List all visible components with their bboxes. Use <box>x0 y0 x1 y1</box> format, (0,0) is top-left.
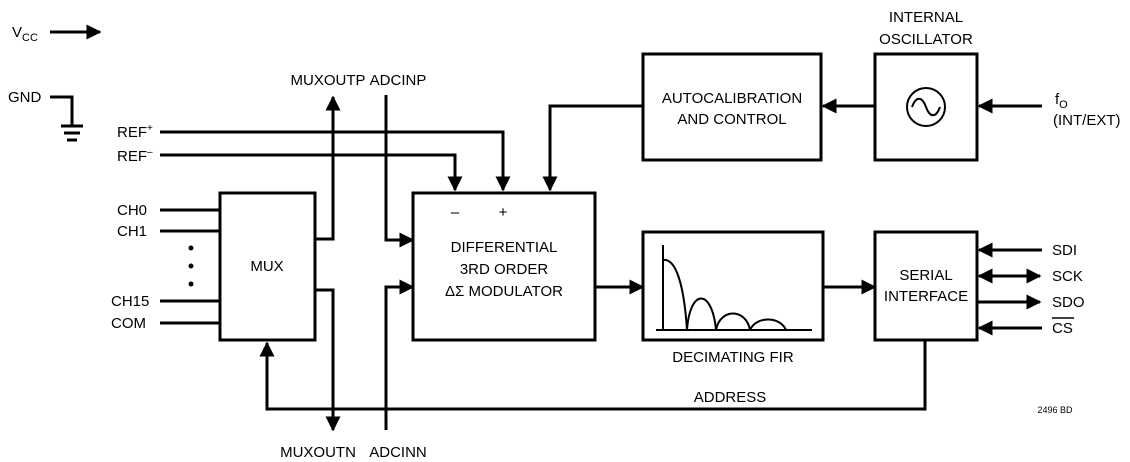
fir-label: DECIMATING FIR <box>672 349 794 366</box>
vcc-label: VCC <box>12 24 38 44</box>
ref-plus-label: REF+ <box>117 123 153 141</box>
vcc-supply: VCC <box>12 24 102 44</box>
channel-ellipsis-dot <box>188 263 194 269</box>
f0-mode-label: (INT/EXT) <box>1053 112 1121 129</box>
gnd-supply: GND <box>8 89 83 142</box>
adcinp-label: ADCINP <box>370 72 427 89</box>
sck-label: SCK <box>1052 268 1083 285</box>
autocal-line1: AUTOCALIBRATION <box>662 90 802 107</box>
adcinp-wire <box>384 95 415 248</box>
serial-interface-block <box>873 230 979 342</box>
adcinn-label: ADCINN <box>369 444 427 461</box>
address-label: ADDRESS <box>694 389 767 406</box>
muxoutp-wire <box>315 95 341 241</box>
com-label: COM <box>111 315 146 332</box>
modulator-line1: DIFFERENTIAL <box>451 239 558 256</box>
gnd-wire <box>50 95 74 126</box>
serial-line2: INTERFACE <box>884 288 968 305</box>
ref-minus-wire <box>160 153 463 192</box>
channel-ellipsis-dot <box>188 245 194 251</box>
modulator-line2: 3RD ORDER <box>460 261 549 278</box>
oscillator-block <box>873 52 979 162</box>
figure-id: 2496 BD <box>1037 405 1073 415</box>
gnd-label: GND <box>8 89 42 106</box>
muxoutp-label: MUXOUTP <box>291 72 366 89</box>
modulator-line3: ΔΣ MODULATOR <box>445 283 563 300</box>
ref-plus-wire <box>160 130 511 192</box>
ch15-label: CH15 <box>111 293 149 310</box>
adcinn-wire <box>384 279 415 430</box>
modulator-minus-input: – <box>451 204 460 221</box>
sdo-label: SDO <box>1052 294 1085 311</box>
ch1-label: CH1 <box>117 223 147 240</box>
sdi-label: SDI <box>1052 242 1077 259</box>
fir-block <box>641 230 825 342</box>
autocal-line2: AND CONTROL <box>677 111 786 128</box>
modulator-block <box>411 191 597 342</box>
channel-ellipsis-dot <box>188 281 194 287</box>
sine-wave-icon <box>906 87 946 127</box>
serial-line1: SERIAL <box>899 267 952 284</box>
ref-minus-label: REF– <box>117 147 153 165</box>
muxoutn-label: MUXOUTN <box>280 444 356 461</box>
modulator-plus-input: + <box>499 204 508 221</box>
cs-label: CS <box>1052 320 1073 337</box>
muxoutn-wire <box>315 288 341 432</box>
address-bus-wire <box>259 340 927 411</box>
autocal-to-modulator-wire <box>542 104 643 192</box>
f0-label: fO <box>1055 91 1068 111</box>
ch0-label: CH0 <box>117 202 147 219</box>
sinc-response-icon <box>656 245 812 331</box>
oscillator-title-line1: INTERNAL <box>889 9 963 26</box>
oscillator-title-line2: OSCILLATOR <box>879 31 973 48</box>
mux-label: MUX <box>250 258 283 275</box>
mux-block <box>218 191 317 342</box>
autocal-block <box>641 52 823 162</box>
